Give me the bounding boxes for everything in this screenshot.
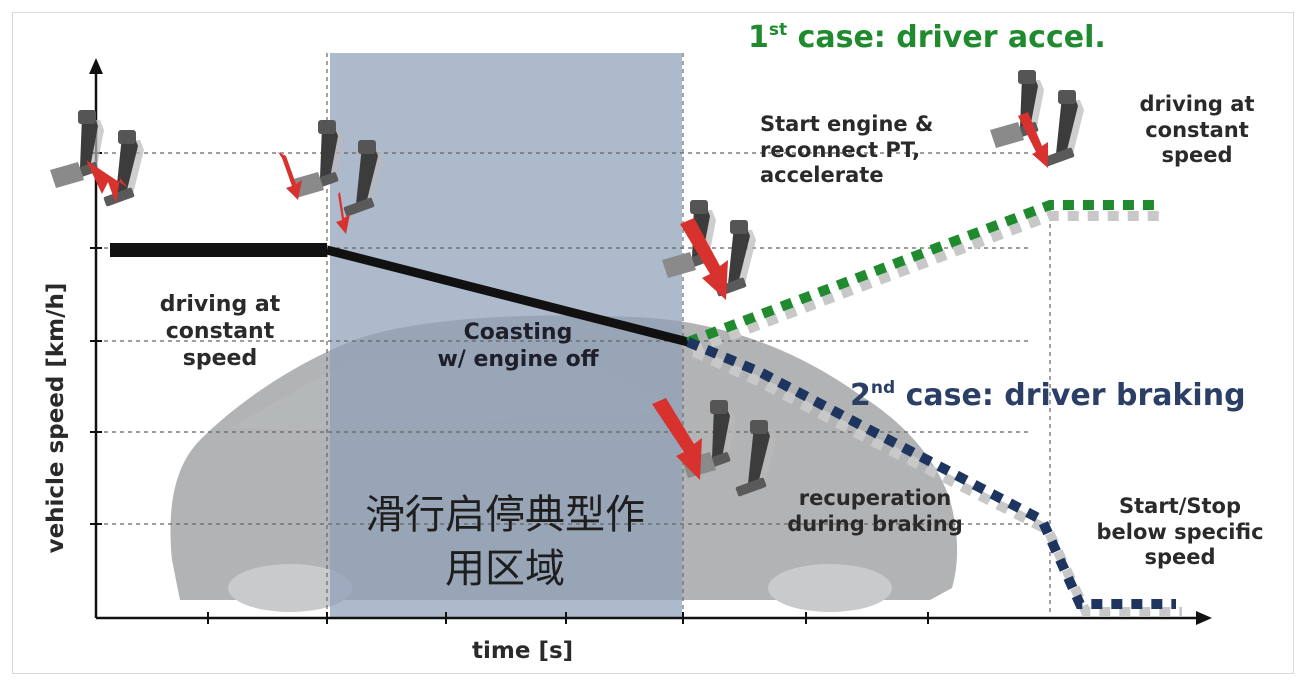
accel-path (686, 200, 1166, 355)
x-axis-label: time [s] (472, 638, 574, 664)
case1-title: 1st case: driver accel. (748, 20, 1106, 55)
label-recuperation: recuperation during braking (787, 486, 963, 536)
pedal-icon-coasting (278, 120, 384, 234)
pedal-icon-constant-left (50, 110, 144, 207)
label-coasting: Coasting w/ engine off (437, 320, 599, 372)
pedal-icon-accelerate (662, 200, 756, 300)
y-axis-label: vehicle speed [km/h] (43, 282, 69, 554)
brake-path (686, 337, 1182, 617)
label-constant-left: driving at constant speed (159, 292, 281, 371)
chinese-caption: 滑行启停典型作 用区域 (365, 492, 645, 592)
coasting-zone (330, 53, 682, 619)
image-frame (12, 12, 1294, 674)
pedal-icon-recuperation (652, 398, 776, 497)
pedal-icon-constant-right (990, 70, 1084, 168)
label-start-stop: Start/Stop below specific speed (1096, 494, 1264, 570)
label-constant-right: driving at constant speed (1139, 92, 1255, 168)
label-accelerate: Start engine & reconnect PT, accelerate (760, 112, 934, 188)
speed-line (110, 243, 690, 347)
case2-title: 2nd case: driver braking (850, 378, 1246, 413)
